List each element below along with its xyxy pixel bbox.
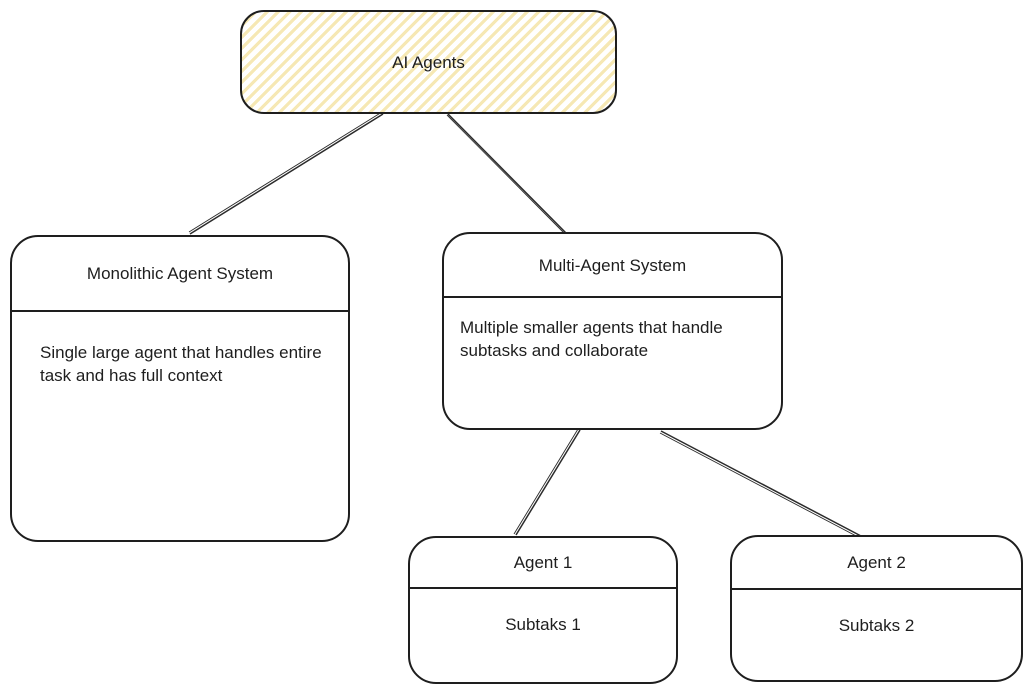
node-ai-agents-label: AI Agents (392, 52, 465, 72)
node-agent-2: Agent 2 Subtaks 2 (730, 535, 1023, 682)
edge-multi-agent-agent-2 (659, 430, 862, 539)
node-agent-2-body: Subtaks 2 (838, 616, 915, 635)
node-agent-1-body: Subtaks 1 (505, 615, 581, 634)
node-multi-agent-system: Multi-Agent System Multiple smaller agen… (442, 232, 783, 430)
node-agent-2-title: Agent 2 (732, 537, 1021, 590)
node-monolithic-body: Single large agent that handles entire t… (40, 343, 322, 385)
node-multi-agent-title: Multi-Agent System (444, 234, 781, 298)
node-agent-1: Agent 1 Subtaks 1 (408, 536, 678, 684)
node-multi-agent-body: Multiple smaller agents that handle subt… (460, 318, 723, 360)
node-monolithic-agent-system: Monolithic Agent System Single large age… (10, 235, 350, 542)
node-monolithic-title: Monolithic Agent System (12, 237, 348, 312)
edge-root-monolithic (188, 111, 384, 235)
edge-multi-agent-agent-1 (513, 428, 581, 536)
node-ai-agents: AI Agents (240, 10, 617, 114)
node-agent-1-title: Agent 1 (410, 538, 676, 589)
edge-root-multi-agent (446, 113, 567, 235)
